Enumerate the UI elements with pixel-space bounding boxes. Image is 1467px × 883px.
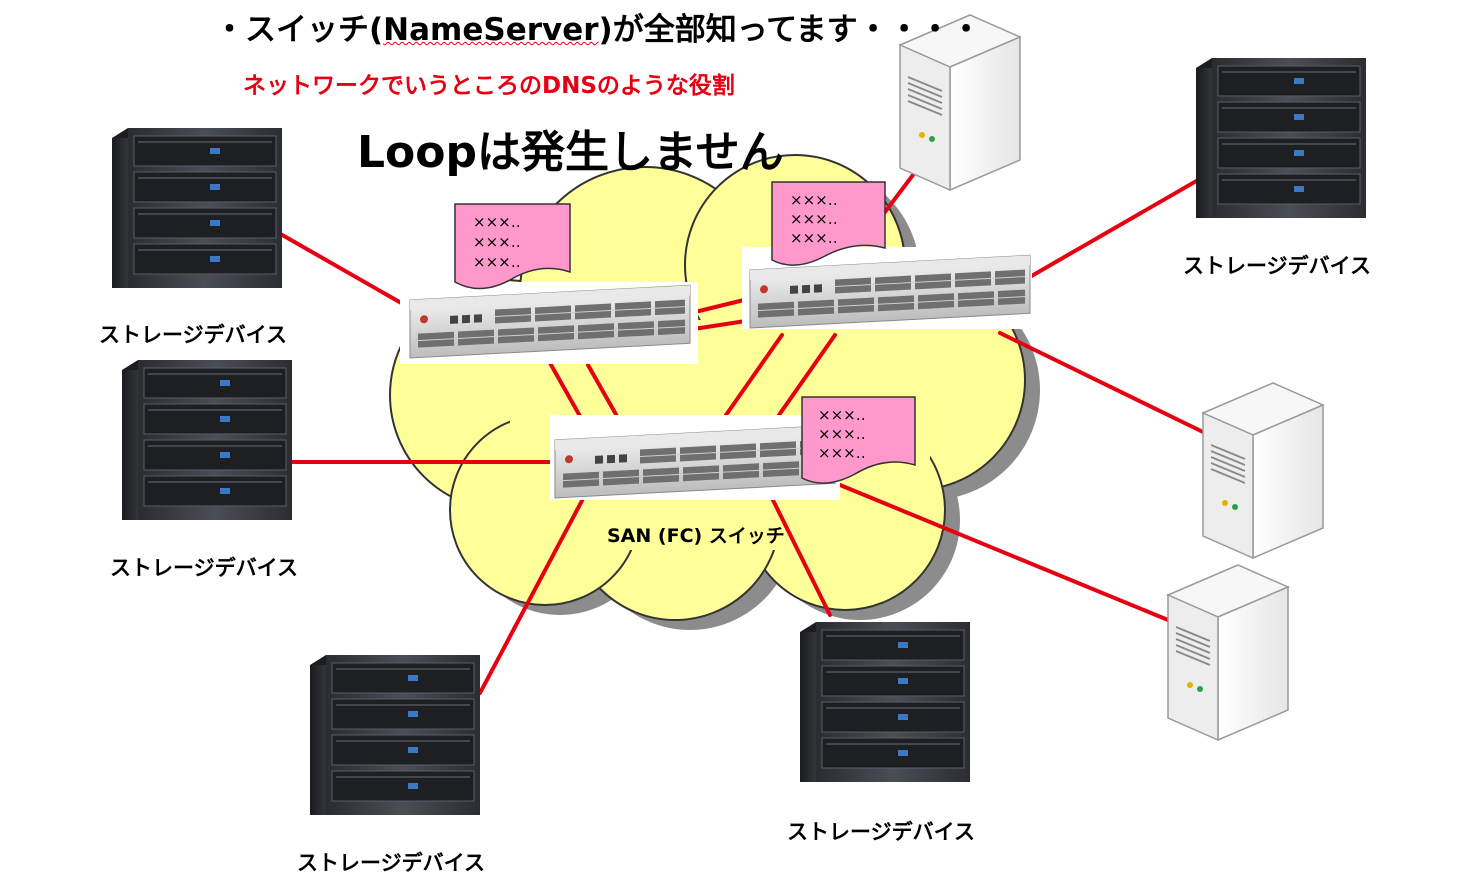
link-switch-b-c-1: [724, 333, 784, 417]
storage-label-right-top: ストレージデバイス: [1183, 254, 1371, 278]
header-line-1: ・スイッチ(NameServer)が全部知ってます・・・・: [214, 4, 982, 49]
note-center-line-2: ×××‥: [818, 425, 866, 443]
note-left-line-2: ×××‥: [473, 233, 521, 251]
storage-label-left-mid: ストレージデバイス: [110, 556, 298, 580]
note-left-line-3: ×××‥: [473, 253, 521, 271]
switch-center: [550, 415, 840, 500]
note-center-line-3: ×××‥: [818, 444, 866, 462]
server-right-bottom: [1167, 564, 1289, 741]
header-line-1-prefix: スイッチ(: [245, 12, 384, 48]
server-right-mid: [1202, 382, 1324, 559]
storage-label-bottom-left: ストレージデバイス: [297, 851, 485, 875]
note-right-line-3: ×××‥: [790, 229, 838, 247]
note-right: ×××‥ ×××‥ ×××‥: [771, 181, 886, 266]
link-switch-b-c-2: [770, 333, 837, 427]
link-server-right-mid: [998, 331, 1205, 434]
storage-rack-right-top: [1195, 57, 1367, 219]
storage-rack-left-mid: [121, 359, 293, 521]
note-right-line-2: ×××‥: [790, 210, 838, 228]
header-line-3: Loopは発生しません: [357, 127, 784, 178]
switch-left: [400, 282, 698, 364]
note-center-line-1: ×××‥: [818, 406, 866, 424]
link-storage-bottom-mid: [763, 482, 832, 617]
header-line-1-suffix: )が全部知ってます・・・・: [598, 12, 982, 48]
link-storage-bottom-left: [478, 493, 587, 695]
note-center: ×××‥ ×××‥ ×××‥: [801, 396, 916, 484]
header-line-2: ネットワークでいうところのDNSのような役割: [243, 73, 735, 99]
storage-rack-bottom-mid: [799, 621, 971, 783]
note-right-line-1: ×××‥: [790, 191, 838, 209]
link-switch-a-c-1: [548, 361, 587, 427]
note-left: ×××‥ ×××‥ ×××‥: [454, 203, 571, 290]
bullet: ・: [214, 12, 245, 48]
link-storage-left-top: [268, 226, 412, 310]
storage-rack-left-top: [111, 127, 283, 289]
header-line-1-term: NameServer: [383, 12, 599, 48]
storage-label-bottom-mid: ストレージデバイス: [787, 820, 975, 844]
note-left-line-1: ×××‥: [473, 213, 521, 231]
link-server-right-bottom: [838, 483, 1170, 622]
storage-rack-bottom-left: [309, 654, 481, 816]
switch-label: SAN (FC) スイッチ: [607, 525, 785, 547]
storage-label-left-top: ストレージデバイス: [99, 323, 287, 347]
